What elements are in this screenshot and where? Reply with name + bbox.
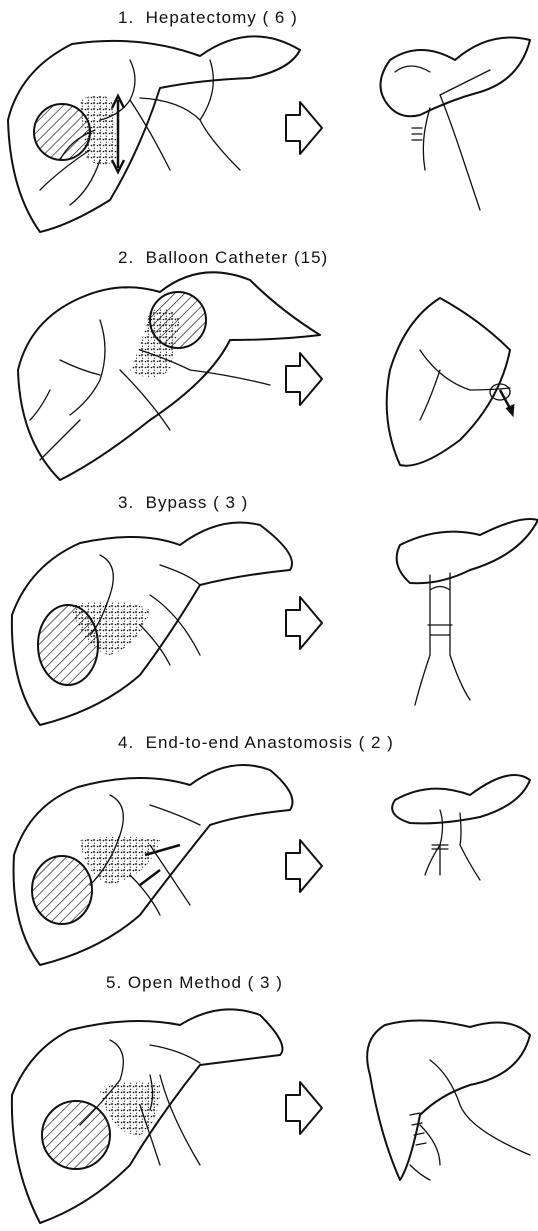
process-arrow bbox=[286, 102, 322, 154]
process-arrow bbox=[286, 597, 322, 649]
liver-after bbox=[392, 775, 530, 823]
panel-bypass: 3. Bypass ( 3 ) bbox=[0, 485, 538, 725]
bypass-illustration bbox=[0, 485, 538, 725]
tumor bbox=[42, 1101, 110, 1169]
tumor bbox=[32, 856, 92, 924]
liver-after bbox=[380, 38, 530, 117]
anastomosis-illustration bbox=[0, 725, 538, 965]
panel-end-to-end-anastomosis: 4. End-to-end Anastomosis ( 2 ) bbox=[0, 725, 538, 965]
duct-stenosis bbox=[130, 308, 180, 377]
panel-balloon-catheter: 2. Balloon Catheter (15) bbox=[0, 240, 538, 485]
liver-after bbox=[397, 519, 538, 583]
process-arrow bbox=[286, 353, 322, 405]
panel-hepatectomy: 1. Hepatectomy ( 6 ) bbox=[0, 0, 538, 240]
open-method-illustration bbox=[0, 965, 538, 1231]
balloon-catheter-illustration bbox=[0, 240, 538, 485]
liver-after bbox=[387, 298, 510, 466]
process-arrow bbox=[286, 840, 322, 892]
liver-after bbox=[367, 1020, 530, 1180]
process-arrow bbox=[286, 1082, 322, 1134]
panel-open-method: 5. Open Method ( 3 ) bbox=[0, 965, 538, 1231]
hepatectomy-illustration bbox=[0, 0, 538, 240]
